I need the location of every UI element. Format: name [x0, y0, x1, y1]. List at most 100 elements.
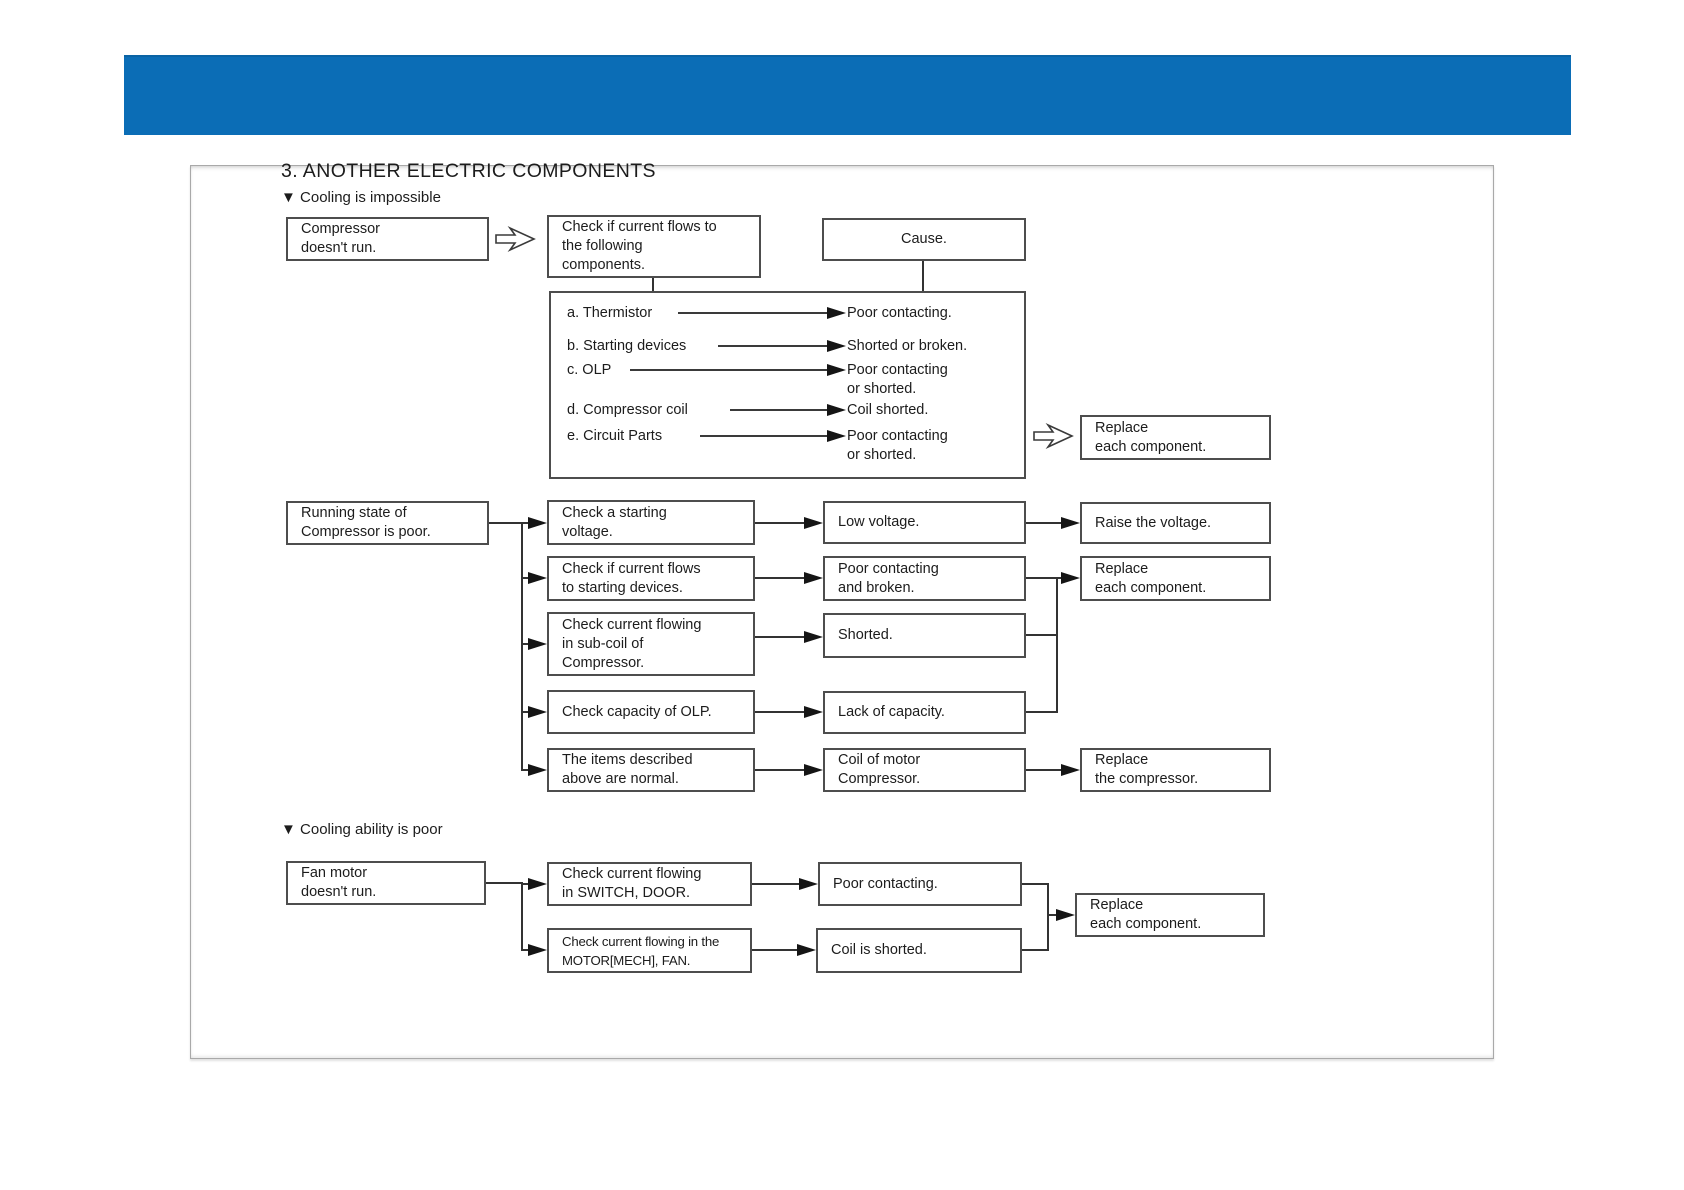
connector-line — [678, 312, 828, 314]
node-check-olp-capacity: Check capacity of OLP. — [547, 690, 755, 734]
node-replace-each-component-3: Replace each component. — [1075, 893, 1265, 937]
node-text: Lack of capacity. — [838, 704, 945, 720]
arrowhead-icon — [1056, 909, 1075, 921]
node-cause: Cause. — [822, 218, 1026, 261]
component-result: Coil shorted. — [847, 402, 929, 418]
section-heading-cooling-impossible: ▼ Cooling is impossible — [281, 189, 441, 206]
component-result: Poor contacting or shorted. — [847, 428, 948, 463]
connector-line — [1026, 522, 1062, 524]
connector-line — [700, 435, 828, 437]
connector-line — [922, 261, 924, 291]
component-result: Shorted or broken. — [847, 338, 968, 354]
component-label: e. Circuit Parts — [567, 428, 663, 444]
node-text: Fan motor doesn't run. — [301, 865, 377, 900]
arrowhead-icon — [1061, 764, 1080, 776]
node-replace-compressor: Replace the compressor. — [1080, 748, 1271, 792]
connector-line — [755, 769, 805, 771]
connector-line — [521, 522, 523, 771]
node-text: Check if current flows to the following … — [562, 219, 717, 273]
connector-line — [1026, 711, 1058, 713]
arrowhead-icon — [528, 572, 547, 584]
node-coil-of-motor: Coil of motor Compressor. — [823, 748, 1026, 792]
connector-line — [652, 278, 654, 291]
component-result: Poor contacting. — [847, 305, 952, 321]
connector-line — [730, 409, 828, 411]
connector-line — [521, 949, 531, 951]
node-text: Cause. — [901, 231, 947, 247]
connector-line — [1026, 769, 1062, 771]
arrowhead-icon — [1061, 572, 1080, 584]
connector-line — [1022, 883, 1049, 885]
connector-line — [630, 369, 828, 371]
arrowhead-icon — [827, 340, 846, 352]
block-arrow-icon — [1033, 423, 1074, 449]
connector-line — [1026, 634, 1058, 636]
page-title: 3. ANOTHER ELECTRIC COMPONENTS — [281, 160, 656, 182]
node-compressor-doesnt-run: Compressor doesn't run. — [286, 217, 489, 261]
connector-line — [521, 643, 531, 645]
arrowhead-icon — [827, 430, 846, 442]
connector-line — [1047, 914, 1058, 916]
node-text: Raise the voltage. — [1095, 514, 1212, 531]
node-fan-motor-doesnt-run: Fan motor doesn't run. — [286, 861, 486, 905]
arrowhead-icon — [1061, 517, 1080, 529]
connector-line — [521, 522, 531, 524]
node-check-starting-voltage: Check a starting voltage. — [547, 500, 755, 545]
node-text: Compressor doesn't run. — [301, 221, 380, 256]
node-low-voltage: Low voltage. — [823, 501, 1026, 544]
connector-line — [718, 345, 828, 347]
node-text: Check if current flows to starting devic… — [562, 560, 701, 596]
arrowhead-icon — [827, 404, 846, 416]
node-text: Replace each component. — [1095, 419, 1207, 455]
arrowhead-icon — [528, 517, 547, 529]
connector-line — [752, 883, 800, 885]
component-label: a. Thermistor — [567, 305, 653, 321]
components-container-box — [549, 291, 1026, 479]
connector-line — [1047, 883, 1049, 951]
node-poor-contacting: Poor contacting. — [818, 862, 1022, 906]
connector-line — [752, 949, 798, 951]
node-text: Poor contacting. — [833, 875, 938, 892]
component-label: c. OLP — [567, 362, 612, 378]
header-bar — [124, 55, 1571, 135]
node-text: Coil is shorted. — [831, 942, 927, 958]
arrowhead-icon — [804, 631, 823, 643]
node-text: Check current flowing in the MOTOR[MECH]… — [562, 933, 720, 968]
node-check-subcoil: Check current flowing in sub-coil of Com… — [547, 612, 755, 676]
node-text: Check current flowing in SWITCH, DOOR. — [562, 866, 702, 901]
connector-line — [755, 577, 805, 579]
component-label: d. Compressor coil — [567, 402, 688, 418]
arrowhead-icon — [528, 878, 547, 890]
node-text: Running state of Compressor is poor. — [301, 505, 431, 540]
arrowhead-icon — [827, 307, 846, 319]
node-text: Replace each component. — [1090, 897, 1202, 932]
node-text: Low voltage. — [838, 514, 920, 530]
arrowhead-icon — [528, 764, 547, 776]
connector-line — [755, 711, 805, 713]
connector-line — [489, 522, 523, 524]
arrowhead-icon — [827, 364, 846, 376]
arrowhead-icon — [804, 764, 823, 776]
node-replace-each-component-1: Replace each component. — [1080, 415, 1271, 460]
node-text: Replace the compressor. — [1095, 752, 1199, 787]
block-arrow-icon — [495, 226, 536, 252]
node-text: Shorted. — [838, 627, 893, 643]
node-text: Coil of motor Compressor. — [838, 752, 921, 787]
connector-line — [755, 636, 805, 638]
node-text: Check current flowing in sub-coil of Com… — [562, 616, 702, 671]
node-check-current-components: Check if current flows to the following … — [547, 215, 761, 278]
node-running-state-poor: Running state of Compressor is poor. — [286, 501, 489, 545]
node-replace-each-component-2: Replace each component. — [1080, 556, 1271, 601]
component-result: Poor contacting or shorted. — [847, 362, 948, 397]
node-check-current-starting-devices: Check if current flows to starting devic… — [547, 556, 755, 601]
arrowhead-icon — [528, 944, 547, 956]
node-shorted: Shorted. — [823, 613, 1026, 658]
connector-line — [521, 882, 523, 951]
node-check-switch-door: Check current flowing in SWITCH, DOOR. — [547, 862, 752, 906]
node-text: Poor contacting and broken. — [838, 560, 939, 596]
connector-line — [521, 883, 531, 885]
connector-line — [521, 711, 531, 713]
connector-line — [1026, 577, 1062, 579]
node-text: Replace each component. — [1095, 560, 1207, 596]
component-label: b. Starting devices — [567, 338, 687, 354]
